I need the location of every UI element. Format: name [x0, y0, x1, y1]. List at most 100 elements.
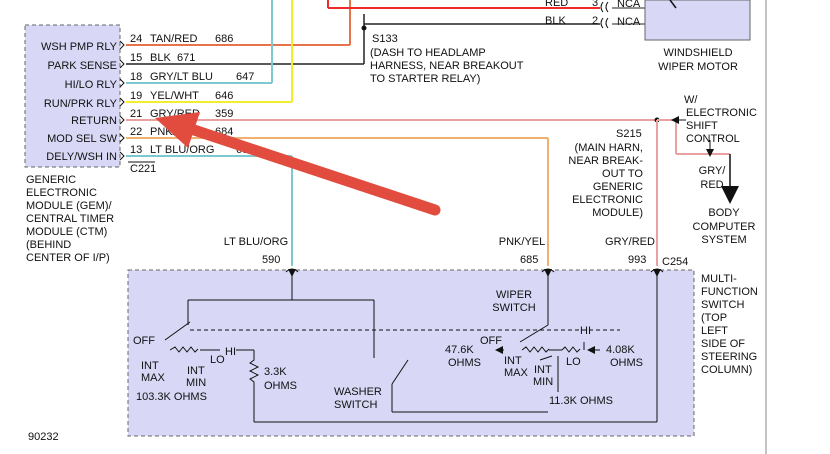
- svg-text:INT: INT: [504, 355, 522, 367]
- svg-text:GRY/LT BLU: GRY/LT BLU: [150, 71, 213, 83]
- svg-text:HARNESS, NEAR BREAKOUT: HARNESS, NEAR BREAKOUT: [370, 60, 524, 72]
- svg-text:SIDE OF: SIDE OF: [701, 338, 745, 350]
- svg-text:HI: HI: [580, 325, 591, 337]
- connector-c221: C221: [130, 163, 156, 175]
- svg-text:LO: LO: [210, 354, 225, 366]
- svg-text:19: 19: [130, 90, 142, 102]
- svg-text:MULTI-: MULTI-: [701, 273, 737, 285]
- svg-text:PNK/YEL: PNK/YEL: [499, 236, 545, 248]
- svg-text:NCA: NCA: [617, 0, 641, 10]
- gem-pin-label-2: PARK SENSE: [48, 60, 118, 72]
- svg-text:GENERIC: GENERIC: [26, 174, 76, 186]
- gem-pin-label-4: RUN/PRK RLY: [44, 98, 118, 110]
- svg-text:ELECTRONIC: ELECTRONIC: [26, 187, 97, 199]
- svg-text:590: 590: [262, 254, 280, 266]
- annotation-arrowhead: [155, 112, 200, 148]
- svg-text:SYSTEM: SYSTEM: [701, 234, 746, 246]
- svg-text:MODULE (CTM): MODULE (CTM): [26, 226, 107, 238]
- svg-text:2: 2: [592, 15, 598, 27]
- svg-text:3: 3: [592, 0, 598, 9]
- svg-text:18: 18: [130, 71, 142, 83]
- svg-text:RED: RED: [700, 179, 723, 191]
- gem-pin-label-1: WSH PMP RLY: [41, 41, 118, 53]
- svg-text:13: 13: [130, 144, 142, 156]
- gem-pin-label-7: DELY/WSH IN: [46, 151, 117, 163]
- svg-text:OHMS: OHMS: [448, 357, 481, 369]
- svg-text:671: 671: [177, 52, 195, 64]
- svg-text:MODULE): MODULE): [592, 207, 643, 219]
- svg-text:TAN/RED: TAN/RED: [150, 33, 198, 45]
- svg-text:WASHER: WASHER: [334, 386, 382, 398]
- svg-text:COLUMN): COLUMN): [701, 364, 752, 376]
- svg-text:ELECTRONIC: ELECTRONIC: [572, 194, 643, 206]
- svg-text:BLK: BLK: [150, 52, 171, 64]
- svg-text:686: 686: [215, 33, 233, 45]
- figure-id: 90232: [28, 431, 59, 443]
- gem-pin-label-5: RETURN: [71, 115, 117, 127]
- gem-module-box: [24, 24, 121, 168]
- svg-text:COMPUTER: COMPUTER: [693, 221, 756, 233]
- svg-text:3.3K: 3.3K: [264, 366, 287, 378]
- svg-text:MODULE (GEM)/: MODULE (GEM)/: [26, 200, 113, 212]
- svg-text:OFF: OFF: [133, 335, 155, 347]
- svg-text:LT BLU/ORG: LT BLU/ORG: [224, 236, 288, 248]
- svg-text:INT: INT: [534, 364, 552, 376]
- svg-text:LT BLU/ORG: LT BLU/ORG: [150, 144, 214, 156]
- svg-text:(TOP: (TOP: [701, 312, 727, 324]
- svg-text:CENTER OF I/P): CENTER OF I/P): [26, 252, 110, 264]
- svg-text:OUT TO: OUT TO: [602, 168, 643, 180]
- svg-text:647: 647: [236, 71, 254, 83]
- gem-pin-label-3: HI/LO RLY: [65, 79, 118, 91]
- svg-text:BLK: BLK: [545, 15, 566, 27]
- svg-text:646: 646: [215, 90, 233, 102]
- svg-text:LO: LO: [566, 356, 581, 368]
- svg-text:STEERING: STEERING: [701, 351, 757, 363]
- svg-text:MAX: MAX: [141, 372, 166, 384]
- svg-text:GRY/RED: GRY/RED: [605, 236, 655, 248]
- svg-text:YEL/WHT: YEL/WHT: [150, 90, 199, 102]
- wiper-motor-box: [644, 0, 751, 41]
- svg-text:TO STARTER RELAY): TO STARTER RELAY): [370, 73, 480, 85]
- svg-text:S215: S215: [616, 128, 642, 140]
- svg-text:22: 22: [130, 126, 142, 138]
- svg-text:WIPER: WIPER: [496, 289, 532, 301]
- multifunction-switch-box: [127, 269, 695, 437]
- svg-text:(BEHIND: (BEHIND: [26, 239, 71, 251]
- svg-text:SWITCH: SWITCH: [334, 399, 377, 411]
- svg-text:GRY/: GRY/: [699, 165, 727, 177]
- svg-text:LEFT: LEFT: [701, 325, 728, 337]
- svg-text:SWITCH: SWITCH: [492, 302, 535, 314]
- svg-text:C254: C254: [662, 256, 688, 268]
- svg-text:47.6K: 47.6K: [445, 344, 474, 356]
- svg-text:HI: HI: [225, 346, 236, 358]
- svg-text:685: 685: [520, 254, 538, 266]
- svg-text:SHIFT: SHIFT: [686, 120, 718, 132]
- gem-pin-label-6: MOD SEL SW: [47, 133, 117, 145]
- svg-text:INT: INT: [187, 365, 205, 377]
- gem-description: GENERIC ELECTRONIC MODULE (GEM)/ CENTRAL…: [26, 174, 114, 264]
- svg-text:359: 359: [215, 108, 233, 120]
- svg-text:S133: S133: [372, 33, 398, 45]
- svg-text:CENTRAL TIMER: CENTRAL TIMER: [26, 213, 114, 225]
- svg-text:(MAIN HARN,: (MAIN HARN,: [575, 142, 643, 154]
- svg-text:(DASH TO HEADLAMP: (DASH TO HEADLAMP: [370, 47, 486, 59]
- multifunction-switch-label: MULTI- FUNCTION SWITCH (TOP LEFT SIDE OF…: [701, 273, 758, 376]
- svg-text:SWITCH: SWITCH: [701, 299, 744, 311]
- svg-text:OHMS: OHMS: [610, 357, 643, 369]
- svg-text:ELECTRONIC: ELECTRONIC: [686, 107, 757, 119]
- svg-text:BODY: BODY: [708, 207, 740, 219]
- svg-text:WIPER MOTOR: WIPER MOTOR: [658, 61, 738, 73]
- svg-text:FUNCTION: FUNCTION: [701, 286, 758, 298]
- svg-text:CONTROL: CONTROL: [686, 133, 740, 145]
- svg-text:MIN: MIN: [533, 376, 553, 388]
- annotation-arrow: [176, 120, 441, 216]
- svg-text:103.3K OHMS: 103.3K OHMS: [136, 391, 207, 403]
- svg-text:MAX: MAX: [504, 367, 529, 379]
- svg-text:OFF: OFF: [480, 335, 502, 347]
- svg-text:NCA: NCA: [617, 16, 641, 28]
- svg-text:NEAR BREAK-: NEAR BREAK-: [568, 155, 643, 167]
- svg-text:GENERIC: GENERIC: [593, 181, 643, 193]
- svg-text:24: 24: [130, 33, 142, 45]
- svg-text:OHMS: OHMS: [264, 380, 297, 392]
- svg-text:993: 993: [628, 254, 646, 266]
